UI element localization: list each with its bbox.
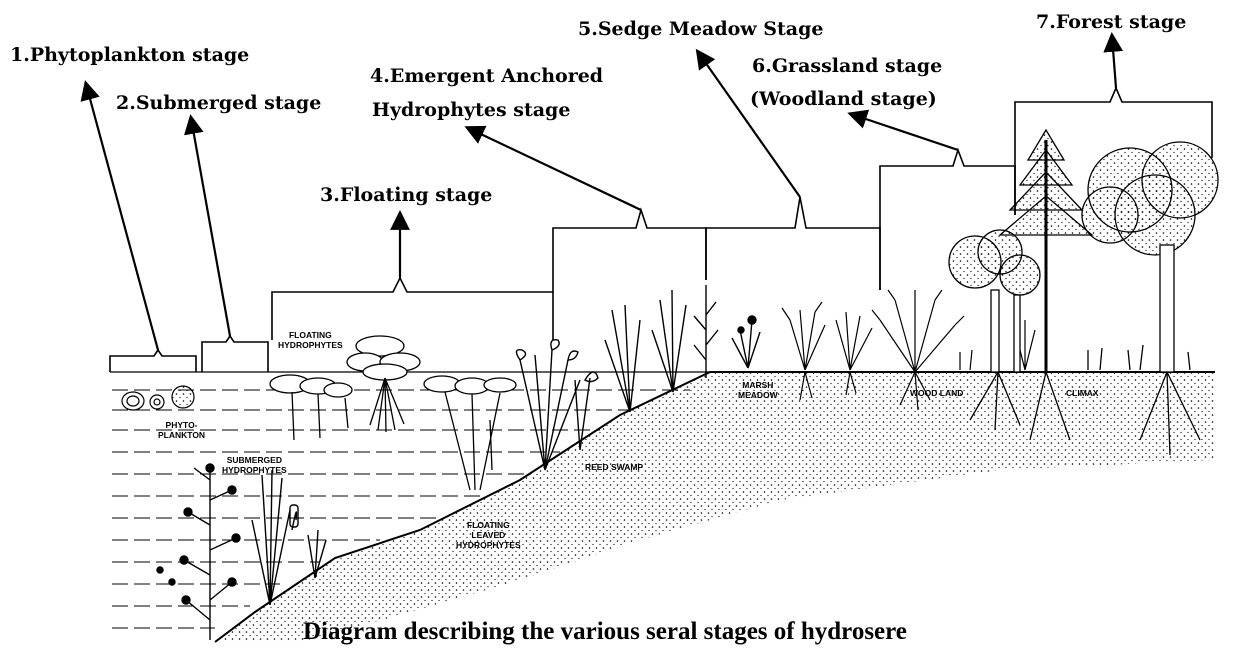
annotation-climax: CLIMAX	[1066, 388, 1099, 398]
stage-label-emergent-line2: Hydrophytes stage	[372, 99, 570, 121]
stage-label-sedge-meadow: 5.Sedge Meadow Stage	[578, 18, 823, 40]
stage-label-floating: 3.Floating stage	[320, 184, 492, 206]
stage-label-grassland-line1: 6.Grassland stage	[752, 55, 942, 77]
stage-label-phytoplankton: 1.Phytoplankton stage	[10, 44, 249, 66]
stage-label-submerged: 2.Submerged stage	[116, 92, 321, 114]
stage-label-forest: 7.Forest stage	[1036, 11, 1186, 33]
annotation-woodland: WOOD LAND	[910, 388, 963, 398]
stage-label-grassland-line2: (Woodland stage)	[750, 88, 937, 110]
annotation-reed-swamp: REED SWAMP	[585, 462, 643, 472]
annotation-marsh-meadow: MARSHMEADOW	[738, 380, 778, 400]
annotation-floating-hydrophytes: FLOATINGHYDROPHYTES	[278, 330, 343, 350]
annotation-phytoplankton: PHYTO-PLANKTON	[158, 420, 205, 440]
annotation-submerged-hydrophytes: SUBMERGEDHYDROPHYTES	[222, 455, 287, 475]
stage-label-emergent-line1: 4.Emergent Anchored	[370, 65, 603, 87]
diagram-caption: Diagram describing the various seral sta…	[303, 618, 907, 646]
annotation-floating-leaved: FLOATINGLEAVEDHYDROPHYTES	[456, 520, 521, 550]
